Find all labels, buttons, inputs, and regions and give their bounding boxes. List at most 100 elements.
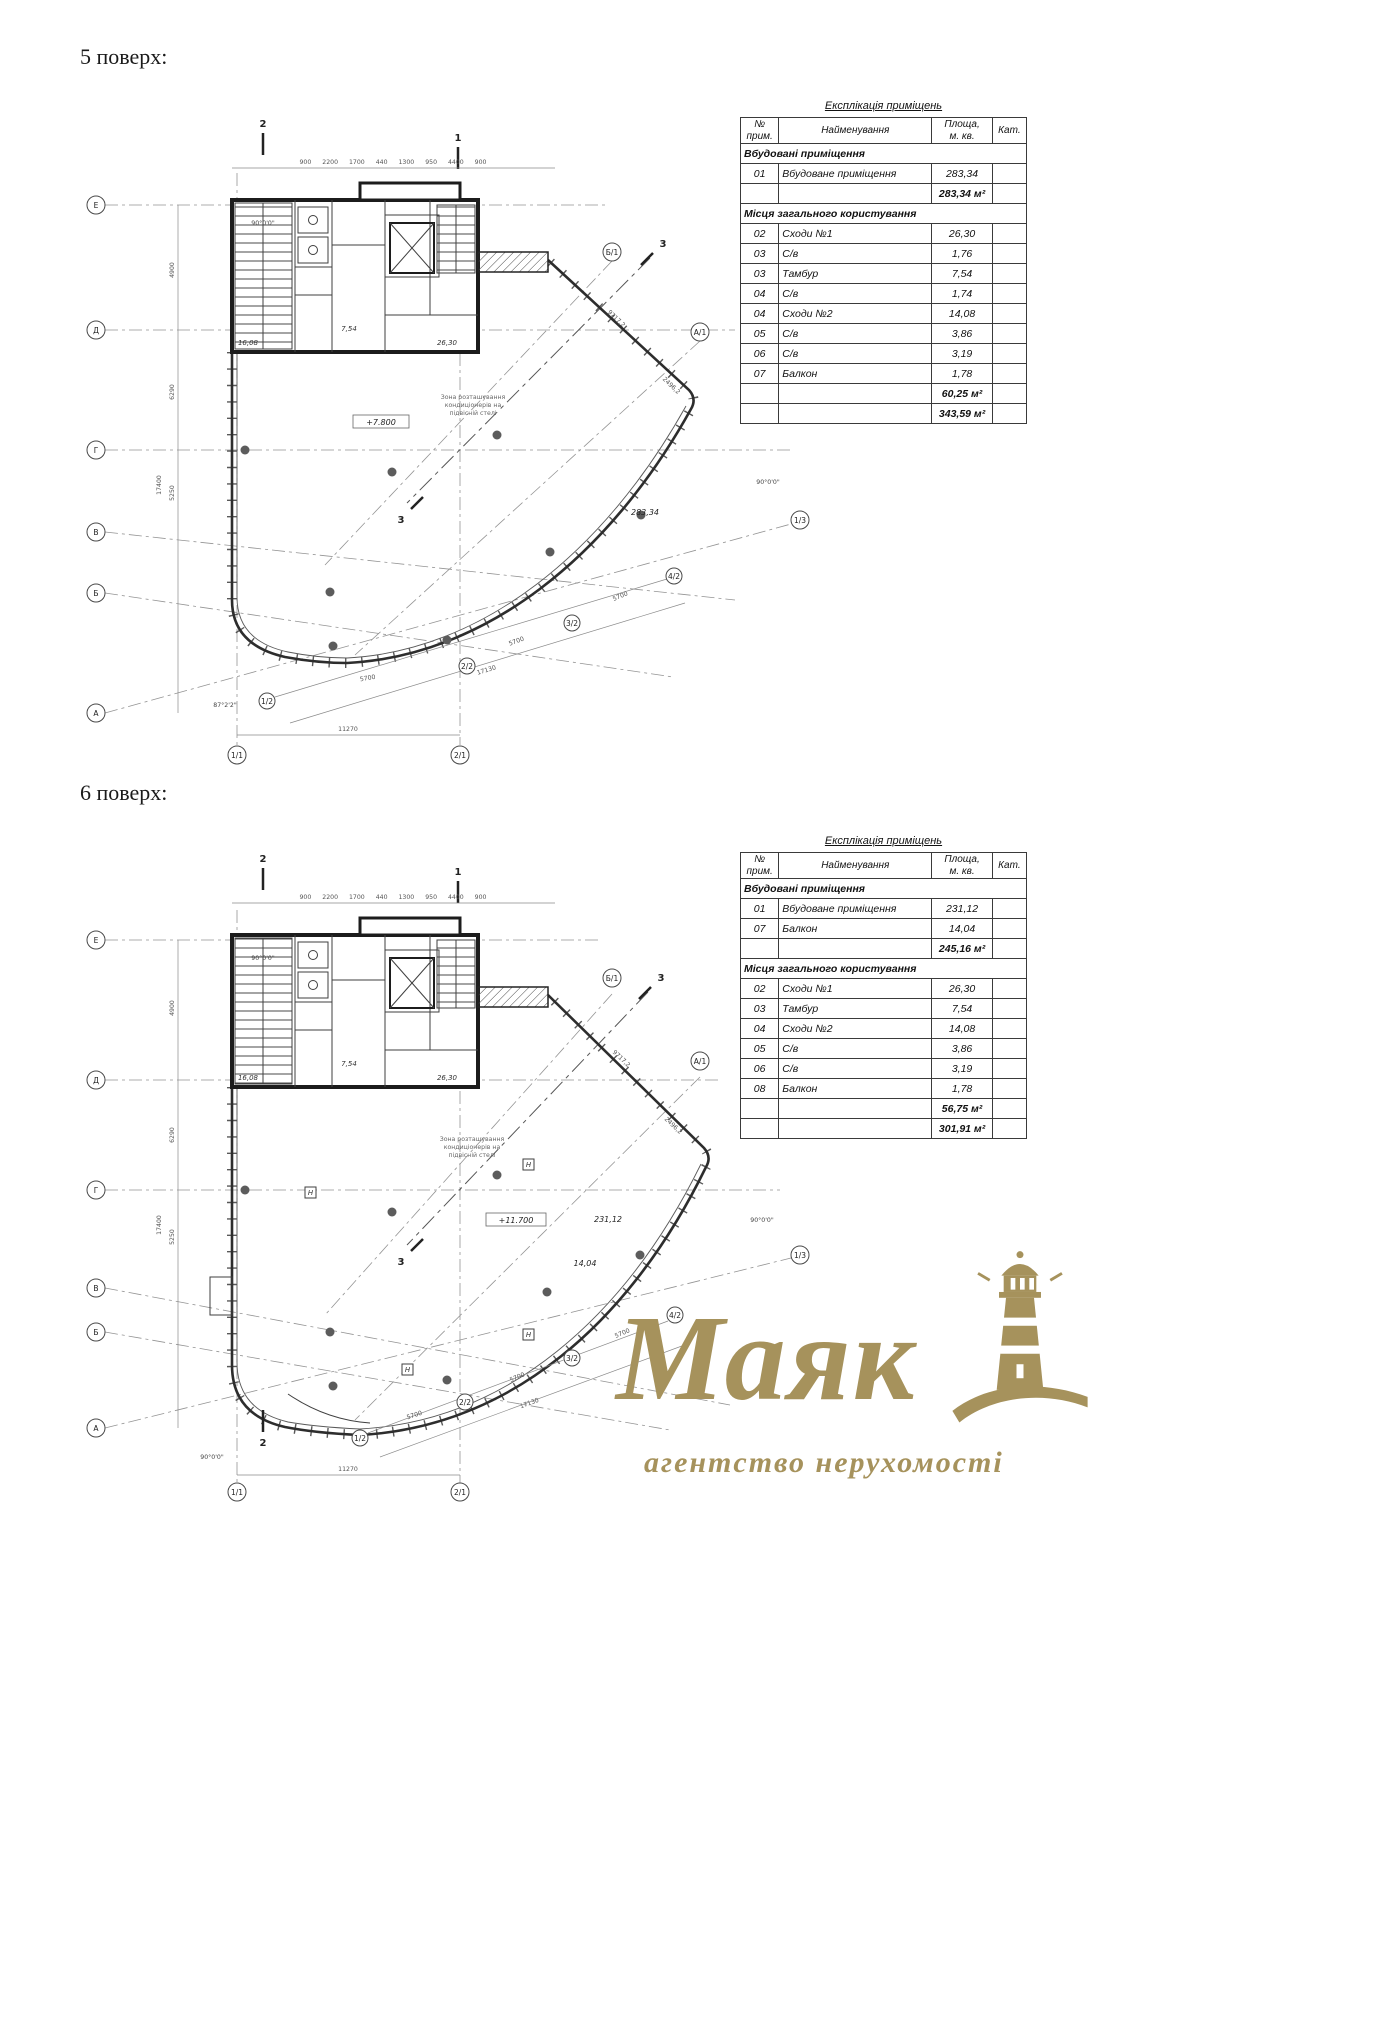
total-cell: 343,59 м²	[931, 403, 993, 424]
section-header-cell: Вбудовані приміщення	[740, 878, 1027, 899]
svg-text:Е: Е	[94, 936, 99, 945]
svg-text:А/1: А/1	[694, 328, 707, 337]
axis-marker-b: Б	[86, 583, 106, 603]
building-outline	[209, 991, 714, 1441]
room-area-cell: 14,04	[931, 918, 993, 939]
room-cat-cell	[991, 343, 1028, 364]
diag-dim: 5700	[612, 590, 629, 603]
axis-marker-1-3: 1/3	[790, 1245, 810, 1265]
svg-text:2/2: 2/2	[459, 1398, 471, 1407]
room-number-cell: 06	[739, 343, 780, 364]
axis-marker-v: В	[86, 1278, 106, 1298]
axis-marker-1-1: 1/1	[227, 745, 247, 765]
section-header-row: Місця загального користування	[740, 958, 1027, 979]
svg-text:А/1: А/1	[694, 1057, 707, 1066]
angle-note-core: 90°0'0"	[251, 954, 275, 962]
wc-room	[297, 941, 329, 969]
col-header-area-line2: м. кв.	[949, 865, 975, 877]
edge-dim: 9717,2	[606, 309, 626, 329]
svg-text:Б/1: Б/1	[606, 974, 619, 983]
dim-axis-2-2: 2/2	[458, 657, 476, 675]
ceiling-note: підвісній стелі	[449, 409, 496, 417]
elevation-mark: +11.700	[499, 1216, 534, 1225]
room-number-cell: 07	[739, 918, 780, 939]
room-cat-cell	[991, 323, 1028, 344]
room-area-cell: 3,86	[931, 323, 993, 344]
section-mark-3-tick	[640, 252, 654, 266]
wc-fixture-icon	[308, 215, 318, 225]
col-header-area-line1: Площа,	[944, 119, 980, 130]
room-area-cell: 283,34	[931, 163, 993, 184]
svg-text:3/2: 3/2	[566, 619, 578, 628]
col-header-number-line1: №	[754, 854, 766, 865]
top-dims: 900 2200 1700 440 1300 950 4400 900	[300, 159, 487, 166]
room-cat-cell	[991, 1078, 1028, 1099]
subtotal-cell: 60,25 м²	[931, 383, 993, 404]
axis-marker-b-1: Б/1	[602, 968, 622, 988]
room-cat-cell	[991, 978, 1028, 999]
section-header-row: Вбудовані приміщення	[740, 143, 1027, 164]
section-mark-3b-tick	[410, 1238, 424, 1252]
total-row: 343,59 м²	[739, 403, 1028, 424]
svg-text:2/1: 2/1	[454, 1488, 466, 1497]
left-dim: 5250	[169, 485, 176, 501]
room-area-cell: 3,86	[931, 1038, 993, 1059]
axis-marker-b: Б	[86, 1322, 106, 1342]
svg-text:Г: Г	[94, 446, 99, 455]
left-dim: 6290	[169, 1127, 176, 1143]
room-area-cell: 7,54	[931, 263, 993, 284]
diag-dim-total: 17130	[519, 1397, 540, 1410]
room-name-cell: С/в	[778, 243, 933, 264]
main-area-label: 231,12	[594, 1215, 622, 1224]
col-header-area: Площа,м. кв.	[931, 852, 993, 879]
column-markers	[240, 430, 646, 651]
room-area-cell: 14,08	[931, 303, 993, 324]
hydrant-label: Н	[526, 1161, 532, 1169]
axis-marker-g: Г	[86, 440, 106, 460]
ceiling-note: підвісній стелі	[448, 1151, 495, 1159]
room-cat-cell	[991, 163, 1028, 184]
svg-text:2/2: 2/2	[461, 662, 473, 671]
section-mark-3-tick	[638, 986, 652, 1000]
floor5-plan: Е Д Г В Б А 1/1 2/1 1/3 Б/1 А/1 1/2 2/2 …	[86, 119, 810, 765]
column-markers	[240, 1170, 645, 1391]
left-dim-total: 17400	[156, 475, 163, 495]
floor6-title: 6 поверх:	[80, 780, 168, 805]
room-number-cell: 05	[739, 1038, 780, 1059]
ceiling-note: Зона розташування	[441, 394, 506, 401]
left-dim-total: 17400	[156, 1215, 163, 1235]
total-cell: 301,91 м²	[931, 1118, 993, 1139]
floor5-title: 5 поверх:	[80, 44, 168, 69]
diag-dim-total: 17130	[476, 664, 497, 676]
angle-note-core: 90°0'0"	[251, 219, 275, 227]
room-area-label: 7,54	[341, 325, 357, 333]
subtotal-cell: 245,16 м²	[931, 938, 993, 959]
room-number-cell: 04	[739, 1018, 780, 1039]
left-dim: 5250	[169, 1229, 176, 1245]
room-name-cell: Тамбур	[778, 263, 933, 284]
room-cat-cell	[991, 998, 1028, 1019]
room-number-cell: 05	[739, 323, 780, 344]
svg-text:1/2: 1/2	[261, 697, 273, 706]
room-number-cell: 04	[739, 283, 780, 304]
room-area-cell: 7,54	[931, 998, 993, 1019]
lighthouse-icon	[952, 1251, 1088, 1423]
svg-text:Е: Е	[94, 201, 99, 210]
axis-marker-2-1: 2/1	[450, 1482, 470, 1502]
left-dim: 6290	[169, 384, 176, 400]
axis-marker-a-1: А/1	[690, 322, 710, 342]
room-name-cell: Балкон	[778, 363, 933, 384]
room-area-label: 26,30	[437, 339, 458, 347]
axis-marker-1-1: 1/1	[227, 1482, 247, 1502]
section-mark-1: 1	[455, 867, 462, 878]
room-name-cell: С/в	[778, 1038, 933, 1059]
